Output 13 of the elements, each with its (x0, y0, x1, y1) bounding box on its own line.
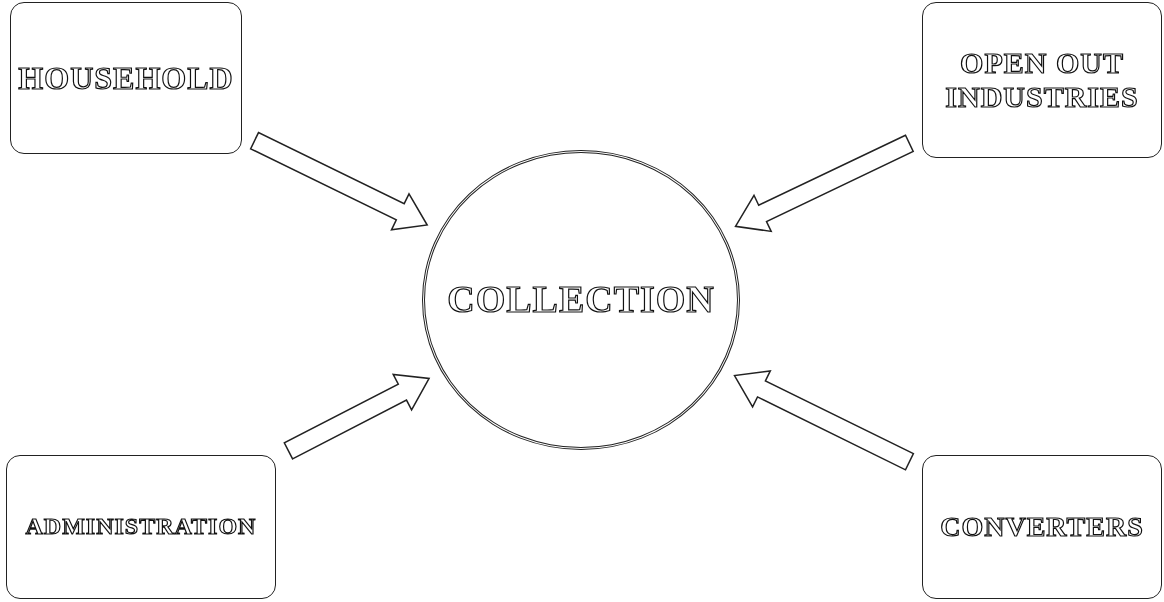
node-label: OPEN OUT INDUSTRIES (944, 45, 1140, 115)
hollow-arrow (734, 134, 915, 233)
hollow-arrow (283, 373, 431, 460)
hollow-arrow (733, 369, 915, 471)
hollow-arrow (249, 131, 429, 231)
rounded-box (6, 455, 276, 599)
node-label: ADMINISTRATION (24, 513, 258, 541)
node-label: COLLECTION (446, 278, 716, 322)
node-label: CONVERTERS (939, 510, 1145, 544)
rounded-box (922, 2, 1162, 158)
rounded-box (10, 2, 242, 154)
rounded-box (922, 455, 1162, 599)
node-label: HOUSEHOLD (17, 59, 235, 97)
